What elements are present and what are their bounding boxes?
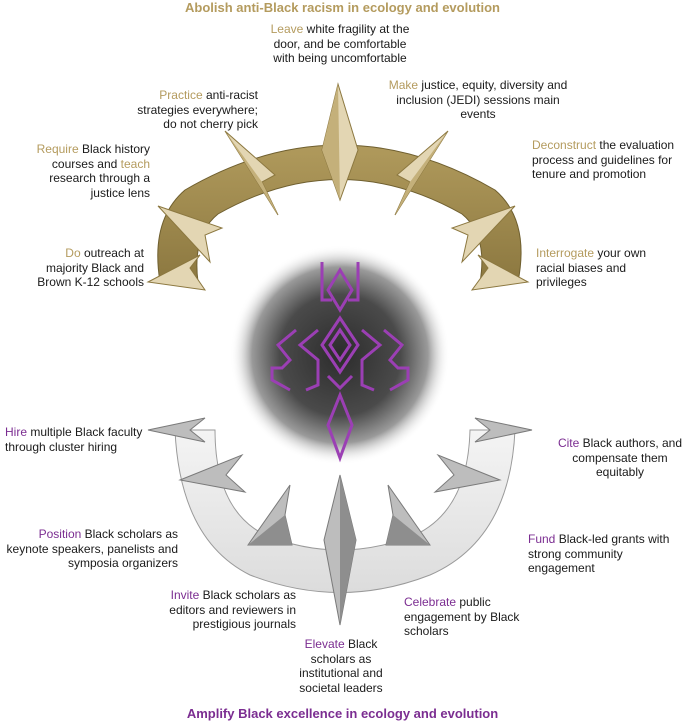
- text-make: justice, equity, diversity and inclusion…: [396, 78, 568, 121]
- purple-geometric-beetle-icon: [270, 262, 410, 463]
- top-item-interrogate: Interrogate your own racial biases and p…: [536, 246, 676, 290]
- top-item-make: Make justice, equity, diversity and incl…: [388, 78, 568, 122]
- bottom-spike-1: [147, 417, 206, 443]
- text-hire: multiple Black faculty through cluster h…: [5, 425, 143, 454]
- bottom-item-cite: Cite Black authors, and compensate them …: [556, 436, 684, 480]
- top-item-practice: Practice anti-racist strategies everywhe…: [128, 88, 258, 132]
- top-spike-7: [470, 254, 530, 291]
- text-cite: Black authors, and compensate them equit…: [572, 436, 683, 479]
- keyword-cite: Cite: [557, 436, 580, 450]
- text-celebrate: public engagement by Black scholars: [404, 595, 520, 638]
- keyword-invite: Invite: [170, 588, 200, 602]
- text-require: Black history courses and: [51, 142, 150, 171]
- text-elevate: Black scholars as institutional and soci…: [299, 637, 383, 695]
- keyword-leave: Leave: [270, 22, 304, 36]
- text-practice: anti-racist strategies everywhere; do no…: [137, 88, 258, 131]
- bottom-item-hire: Hire multiple Black faculty through clus…: [5, 425, 145, 454]
- keyword-deconstruct: Deconstruct: [532, 138, 597, 152]
- top-spike-1: [146, 254, 207, 291]
- bottom-item-fund: Fund Black-led grants with strong commun…: [528, 532, 678, 576]
- keyword-hire: Hire: [5, 425, 28, 439]
- keyword-interrogate: Interrogate: [536, 246, 595, 260]
- keyword-require: Require: [36, 142, 79, 156]
- keyword-fund: Fund: [528, 532, 556, 546]
- top-item-do: Do outreach at majority Black and Brown …: [22, 246, 144, 290]
- keyword-elevate: Elevate: [304, 637, 345, 651]
- text-do: outreach at majority Black and Brown K-1…: [37, 246, 144, 289]
- top-item-require: Require Black history courses and teach …: [20, 142, 150, 200]
- bottom-item-celebrate: Celebrate public engagement by Black sch…: [404, 595, 522, 639]
- top-item-deconstruct: Deconstruct the evaluation process and g…: [532, 138, 682, 182]
- top-arch-band: [157, 144, 522, 283]
- keyword-position: Position: [38, 527, 82, 541]
- text-fund: Black-led grants with strong community e…: [528, 532, 670, 575]
- keyword-practice: Practice: [159, 88, 203, 102]
- bottom-spike-6: [433, 453, 502, 493]
- top-item-leave: Leave white fragility at the door, and b…: [266, 22, 414, 66]
- text-deconstruct: the evaluation process and guidelines fo…: [532, 138, 675, 181]
- bottom-spike-shadows: [248, 475, 430, 625]
- top-spike-highlights: [225, 84, 448, 215]
- bottom-item-invite: Invite Black scholars as editors and rev…: [168, 588, 296, 632]
- text-interrogate: your own racial biases and privileges: [536, 246, 647, 289]
- bottom-title: Amplify Black excellence in ecology and …: [186, 706, 499, 721]
- text-position: Black scholars as keynote speakers, pane…: [6, 527, 178, 570]
- bottom-spike-7: [474, 417, 533, 443]
- top-spike-2: [157, 205, 224, 264]
- text-leave: white fragility at the door, and be comf…: [273, 22, 410, 65]
- bottom-item-elevate: Elevate Black scholars as institutional …: [282, 637, 400, 695]
- bottom-spike-2: [178, 453, 247, 493]
- keyword-do: Do: [65, 246, 81, 260]
- bottom-item-position: Position Black scholars as keynote speak…: [6, 527, 178, 571]
- keyword-celebrate: Celebrate: [404, 595, 457, 609]
- text-invite: Black scholars as editors and reviewers …: [169, 588, 296, 631]
- center-orb: [230, 245, 450, 465]
- top-spike-6: [450, 205, 516, 264]
- keyword-teach: teach: [120, 156, 150, 171]
- text-teach: research through a justice lens: [49, 171, 150, 200]
- top-title: Abolish anti-Black racism in ecology and…: [185, 0, 500, 15]
- keyword-make: Make: [388, 78, 419, 92]
